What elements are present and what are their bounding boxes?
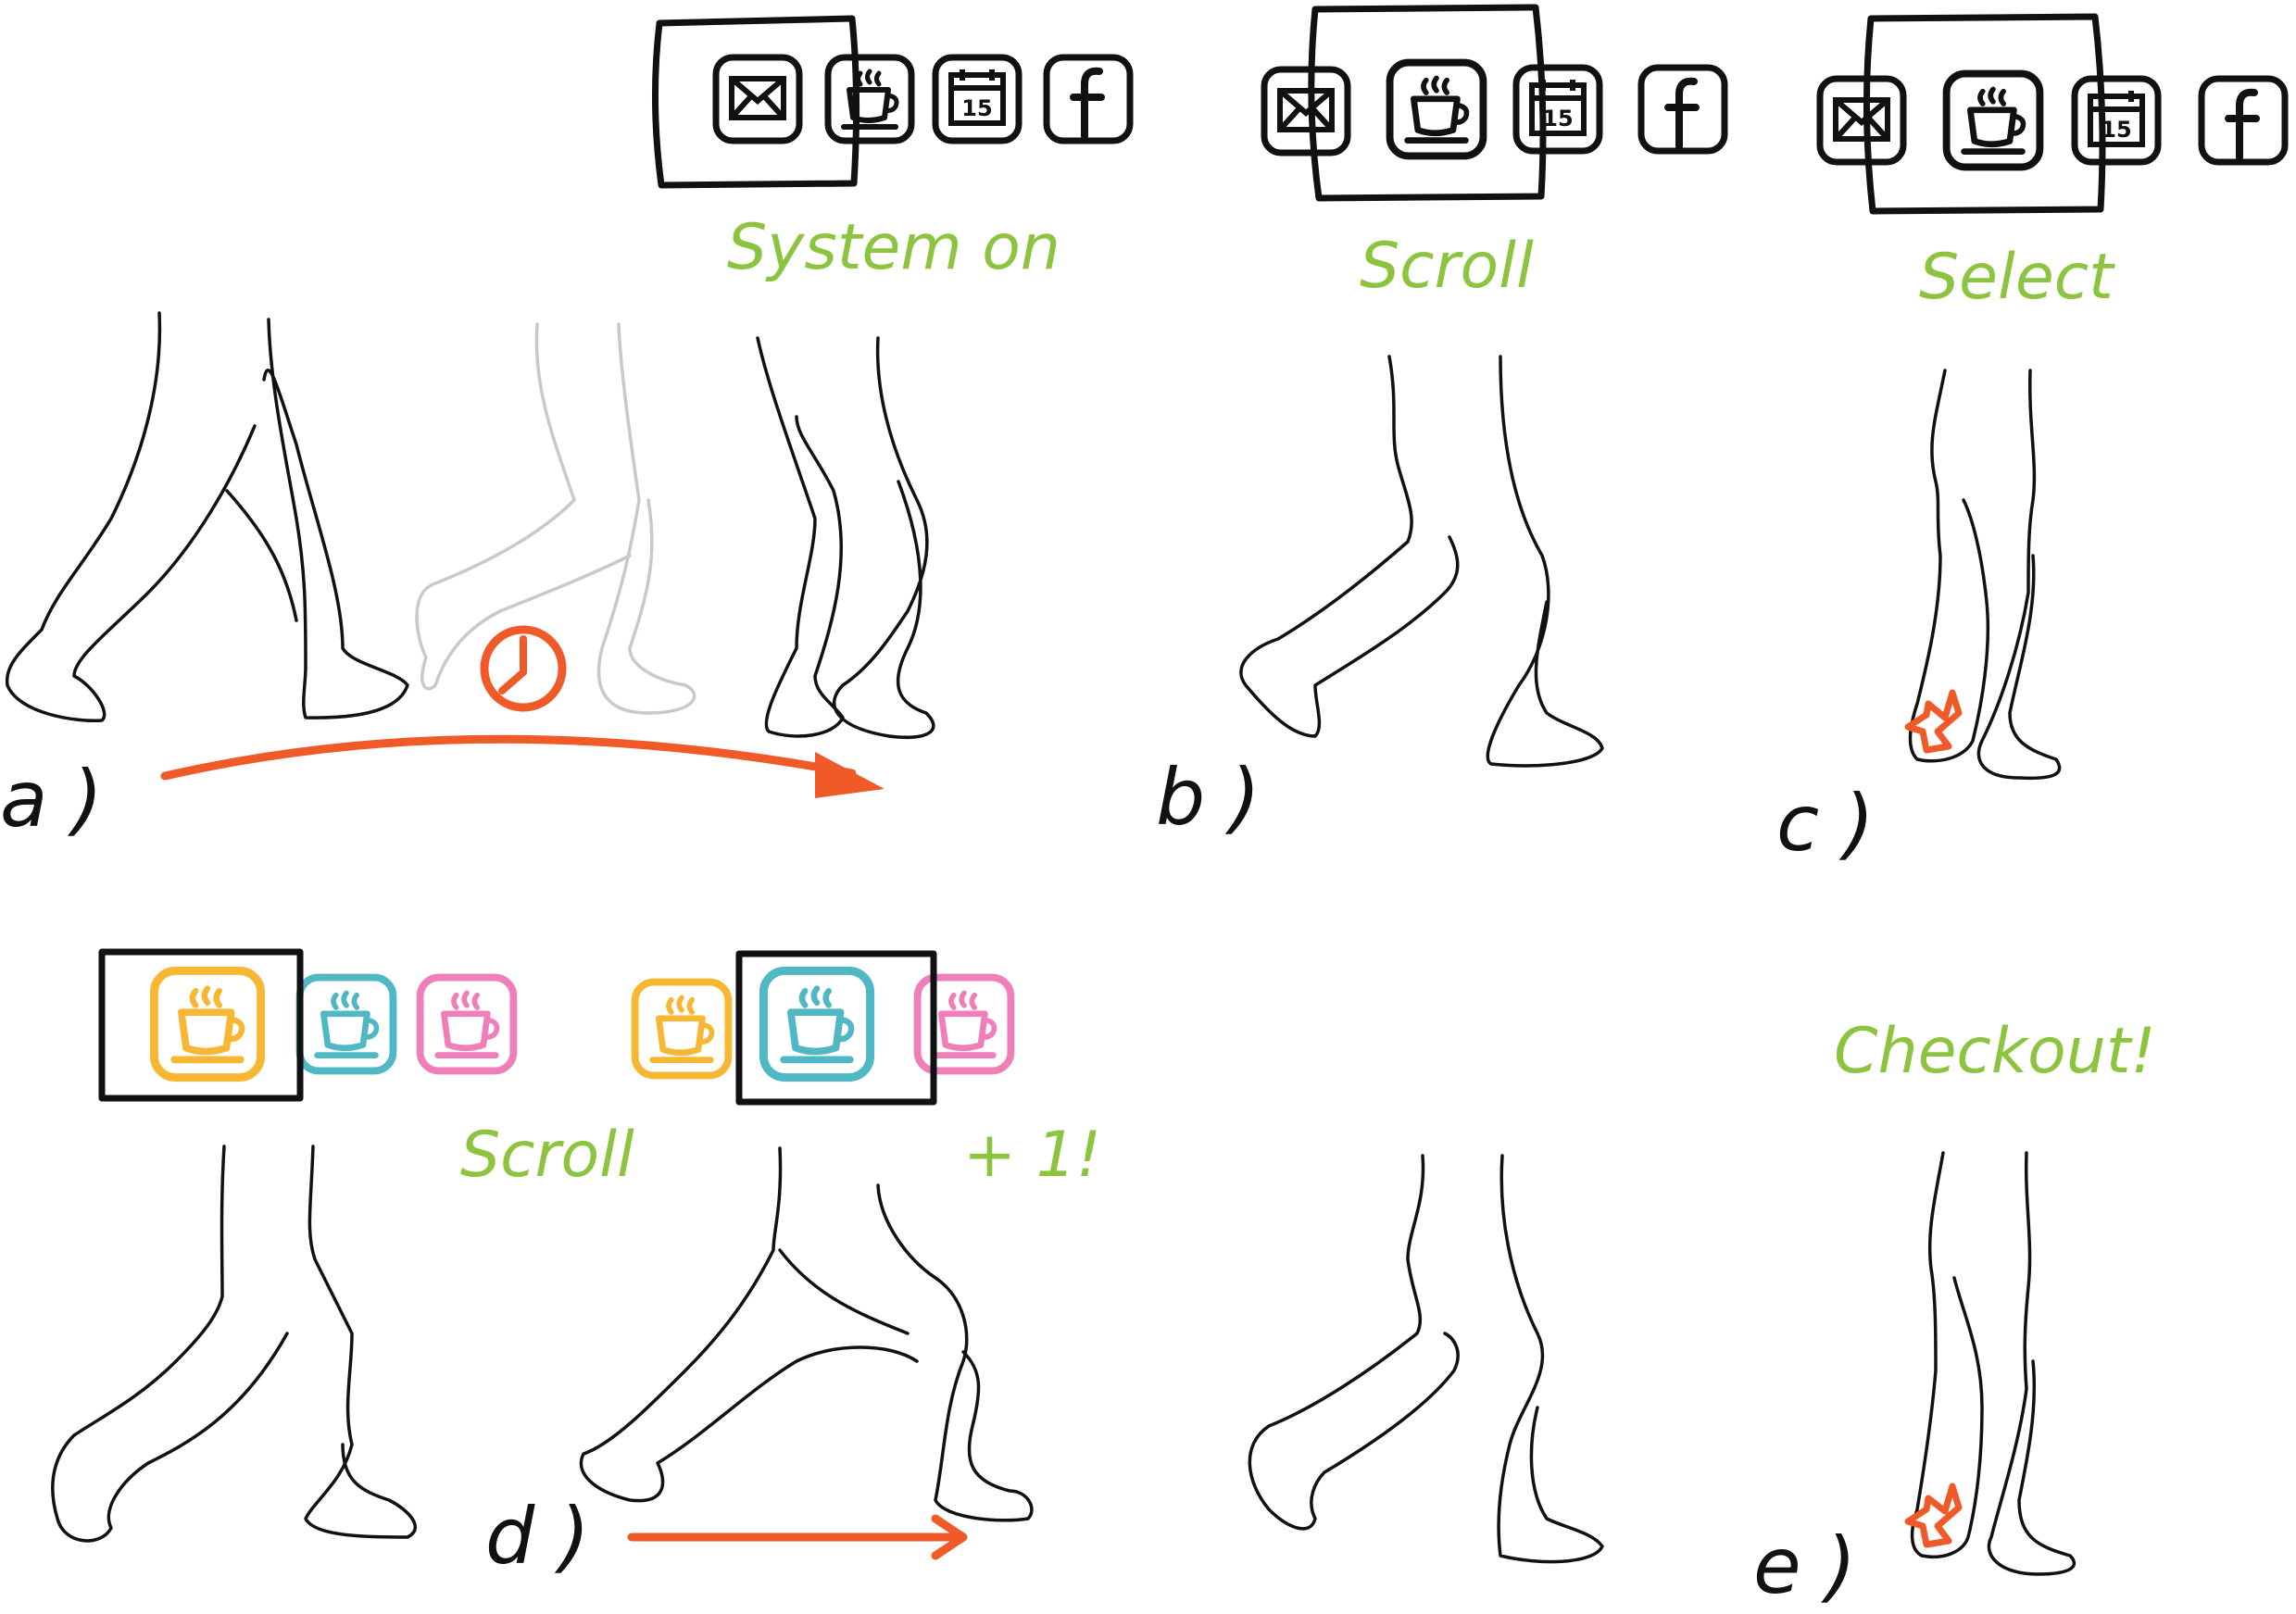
selection-frame xyxy=(1308,4,1547,202)
coffee-yellow-icon xyxy=(154,970,260,1077)
walking-legs-d-right xyxy=(579,1146,1034,1522)
selection-frame xyxy=(98,948,304,1102)
panel-d: Scroll + 1! d ) xyxy=(51,948,1101,1582)
panel-label-b: b ) xyxy=(1156,752,1261,843)
facebook-icon xyxy=(1047,57,1130,141)
forward-arrow-d xyxy=(627,1514,968,1560)
standing-legs-e xyxy=(1910,1151,2076,1576)
icon-row-system-on xyxy=(651,15,1130,189)
panel-c: Select c ) xyxy=(1776,13,2285,869)
calendar-icon xyxy=(2075,79,2158,162)
coffee-cup-icon xyxy=(1390,63,1484,156)
facebook-icon xyxy=(1641,68,1725,151)
panel-b: Scroll b ) xyxy=(1156,4,1725,843)
walking-legs-right xyxy=(756,336,935,739)
caption-system-on: System on xyxy=(727,211,1060,284)
caption-scroll-bottom: Scroll xyxy=(460,1119,634,1192)
coffee-row-first xyxy=(98,948,514,1102)
panel-a: System on a ) xyxy=(0,15,1130,845)
timer-icon xyxy=(480,625,567,712)
walking-legs-d-left xyxy=(51,1145,417,1543)
calendar-icon xyxy=(935,57,1019,141)
caption-checkout: Checkout! xyxy=(1834,1015,2156,1088)
caption-plus-one: + 1! xyxy=(963,1119,1101,1192)
mail-icon xyxy=(716,57,799,141)
coffee-cup-icon xyxy=(828,57,911,141)
selection-frame xyxy=(651,15,860,189)
facebook-icon xyxy=(2202,79,2285,162)
caption-select: Select xyxy=(1919,241,2115,314)
panel-label-e: e ) xyxy=(1753,1520,1856,1611)
icon-row-select xyxy=(1820,13,2285,215)
panel-label-d: d ) xyxy=(485,1491,590,1582)
walking-legs-middle-bottom xyxy=(1248,1154,1604,1564)
icon-row-scroll xyxy=(1264,4,1725,202)
caption-scroll-top: Scroll xyxy=(1360,230,1534,303)
calendar-icon xyxy=(1516,68,1600,151)
coffee-teal-icon xyxy=(763,970,870,1077)
coffee-cup-icon xyxy=(1947,74,2040,168)
panel-label-a: a ) xyxy=(0,754,103,845)
tap-burst-e xyxy=(1904,1483,1963,1548)
mail-icon xyxy=(1820,79,1903,162)
mail-icon xyxy=(1264,69,1348,153)
coffee-teal-icon xyxy=(300,978,394,1071)
coffee-yellow-icon xyxy=(635,982,729,1076)
walking-legs-ghost xyxy=(415,322,696,715)
tap-burst-c xyxy=(1904,689,1963,754)
selection-frame xyxy=(735,950,937,1106)
forward-arrow xyxy=(160,734,885,798)
panel-label-c: c ) xyxy=(1776,778,1875,869)
standing-legs-c xyxy=(1908,369,2062,781)
coffee-pink-icon xyxy=(420,978,514,1071)
coffee-row-second xyxy=(635,950,1011,1106)
walking-legs-left xyxy=(5,311,409,722)
selection-frame xyxy=(1863,13,2106,215)
walking-legs-b xyxy=(1239,355,1604,768)
panel-e: Checkout! e ) xyxy=(1753,1015,2156,1611)
